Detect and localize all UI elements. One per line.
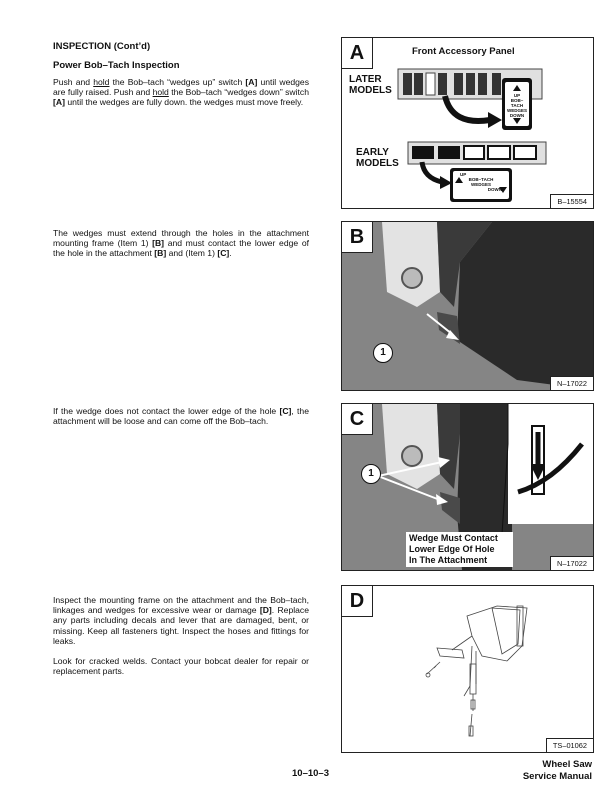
paragraph-wedges-switch: Push and hold the Bob–tach “wedges up” s… <box>53 77 309 108</box>
figure-b-ref: N–17022 <box>550 376 593 390</box>
figure-a-letter: A <box>342 38 373 69</box>
subsection-title: Power Bob–Tach Inspection <box>53 60 180 71</box>
figure-a-title: Front Accessory Panel <box>412 46 515 57</box>
paragraph-wedges-extend: The wedges must extend through the holes… <box>53 228 309 259</box>
wedge-photo-b <box>342 222 593 390</box>
wedge-photo-c <box>342 404 593 570</box>
figure-d-letter: D <box>342 586 373 617</box>
paragraph-wedge-contact: If the wedge does not contact the lower … <box>53 406 309 427</box>
callout-1-c: 1 <box>361 464 381 484</box>
page-number: 10–10–3 <box>292 768 329 779</box>
figure-c-ref: N–17022 <box>550 556 593 570</box>
section-title: INSPECTION (Cont’d) <box>53 41 151 52</box>
paragraph-cracked-welds: Look for cracked welds. Contact your bob… <box>53 656 309 677</box>
later-switch-label: UP BOB–TACH WEDGES DOWN <box>506 93 527 118</box>
manual-title: Wheel Saw Service Manual <box>522 759 592 782</box>
figure-d-ref: TS–01062 <box>545 738 593 752</box>
figure-a-ref: B–15554 <box>550 194 593 208</box>
figure-b-panel: B 1 N–17022 <box>341 221 594 391</box>
figure-b-letter: B <box>342 222 373 253</box>
paragraph-inspect-frame: Inspect the mounting frame on the attach… <box>53 595 309 646</box>
figure-c-panel: C 1 Wedge Must Contact Lower Edge Of Hol… <box>341 403 594 571</box>
figure-c-letter: C <box>342 404 373 435</box>
linkage-exploded-diagram <box>425 605 528 737</box>
accessory-panel-illustration <box>397 68 547 202</box>
early-switch-label: UP BOB–TACH WEDGES DOWN <box>460 172 502 192</box>
callout-1-b: 1 <box>373 343 393 363</box>
figure-d-panel: D TS–01062 <box>341 585 594 753</box>
figure-c-caption: Wedge Must Contact Lower Edge Of Hole In… <box>406 532 513 567</box>
